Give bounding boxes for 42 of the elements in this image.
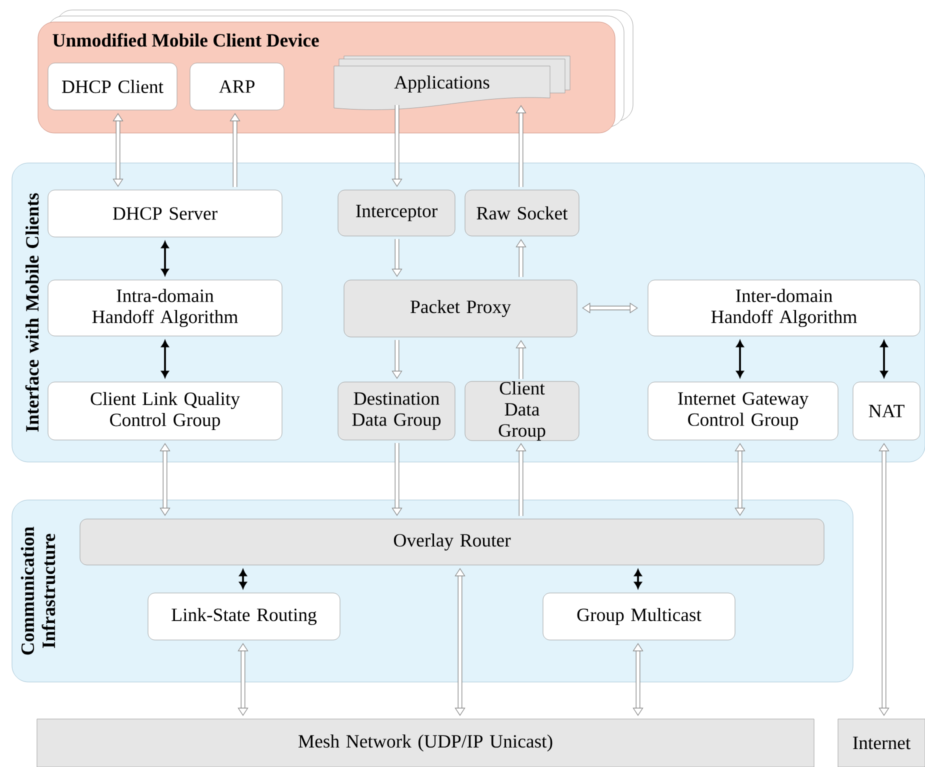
component-box: ARP bbox=[190, 62, 284, 110]
arrow bbox=[734, 443, 746, 516]
document-stack: Applications bbox=[334, 56, 570, 110]
arrow bbox=[161, 340, 169, 378]
arrow bbox=[582, 302, 638, 314]
component-box: Client Link Quality Control Group bbox=[48, 382, 282, 440]
arrow bbox=[632, 643, 644, 716]
arrow bbox=[516, 340, 526, 379]
component-box: Destination Data Group bbox=[338, 382, 456, 440]
component-box: Interceptor bbox=[338, 190, 456, 236]
component-box: Mesh Network (UDP/IP Unicast) bbox=[36, 718, 814, 767]
component-box: Group Multicast bbox=[542, 592, 736, 640]
arrow bbox=[238, 643, 248, 716]
component-box: Raw Socket bbox=[464, 190, 580, 236]
arrow bbox=[454, 568, 466, 716]
component-box: Internet bbox=[838, 718, 925, 767]
component-box: NAT bbox=[852, 382, 920, 440]
arrow bbox=[160, 443, 170, 516]
component-box: Client Data Group bbox=[464, 381, 580, 441]
component-box: Inter-domain Handoff Algorithm bbox=[648, 280, 920, 336]
arrow bbox=[516, 443, 526, 516]
arrow bbox=[878, 443, 890, 716]
component-box: DHCP Server bbox=[48, 190, 282, 238]
component-box: Intra-domain Handoff Algorithm bbox=[48, 280, 282, 336]
arrow bbox=[516, 105, 526, 187]
arrow bbox=[230, 113, 240, 187]
arrow bbox=[736, 340, 744, 378]
arrow bbox=[516, 239, 526, 277]
arrow bbox=[634, 569, 642, 589]
arrow bbox=[161, 241, 169, 276]
component-box: DHCP Client bbox=[48, 62, 178, 110]
arrow bbox=[392, 239, 402, 277]
arrow bbox=[880, 340, 888, 378]
arrow bbox=[112, 113, 124, 187]
arrow bbox=[392, 443, 402, 516]
arrow bbox=[239, 569, 247, 589]
arrow bbox=[392, 105, 402, 187]
component-box: Internet Gateway Control Group bbox=[648, 382, 838, 440]
component-box: Packet Proxy bbox=[344, 280, 578, 338]
component-box: Overlay Router bbox=[80, 518, 824, 566]
arrow bbox=[392, 340, 402, 379]
component-box: Link-State Routing bbox=[148, 592, 340, 640]
